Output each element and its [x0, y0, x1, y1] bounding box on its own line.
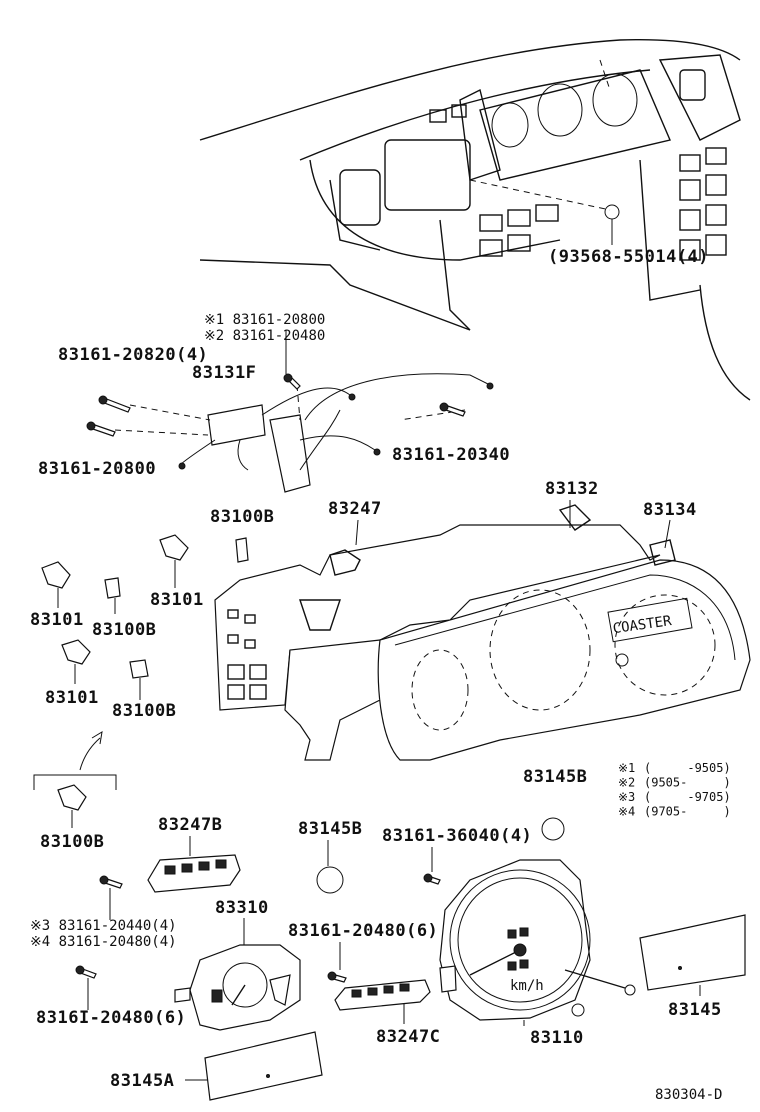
label-83100B-lower: 83100B [112, 701, 176, 721]
label-83310: 83310 [215, 898, 269, 918]
note-4-83161-20480: ※4 83161-20480(4) [30, 934, 177, 950]
cover-83145-drawing [639, 914, 746, 991]
dashboard-drawing [199, 38, 751, 401]
bulb-and-socket-drawing [33, 534, 249, 828]
label-83100B-mid: 83100B [92, 620, 156, 640]
applicability-legend: ※1 ( -9505) ※2 (9505- ) ※3 ( -9705) ※4 (9705- ) [618, 761, 731, 819]
label-83161-36040: 83161-36040(4) [382, 826, 532, 846]
legend-mark: ※1 [618, 761, 635, 775]
diagram-reference: 830304-D [655, 1087, 722, 1103]
fuel-gauge-drawing [174, 944, 301, 1031]
label-83145B-center: 83145B [298, 819, 362, 839]
label-83247B: 83247B [158, 815, 222, 835]
legend-range: ( -9705) [644, 790, 731, 804]
note-2-83161-20480: ※2 83161-20480 [204, 328, 325, 344]
legend-range: (9505- ) [644, 776, 731, 790]
label-83161-20800: 83161-20800 [38, 459, 156, 479]
note-3-83161-20440: ※3 83161-20440(4) [30, 918, 177, 934]
note-1-83161-20800: ※1 83161-20800 [204, 312, 325, 328]
label-83247C: 83247C [376, 1027, 440, 1047]
label-83145B-right: 83145B [523, 767, 587, 787]
label-83161-20480-6-lower: 8316I-20480(6) [36, 1008, 186, 1028]
legend-range: ( -9505) [644, 761, 731, 775]
label-83101-top: 83101 [150, 590, 204, 610]
label-83100B-bottom: 83100B [40, 832, 104, 852]
combination-meter-drawing [214, 504, 751, 761]
label-83101-left: 83101 [30, 610, 84, 630]
legend-mark: ※3 [618, 790, 635, 804]
cover-83145A-drawing [204, 1031, 323, 1101]
legend-range: (9705- ) [644, 805, 731, 819]
label-83161-20820: 83161-20820(4) [58, 345, 208, 365]
label-83132: 83132 [545, 479, 599, 499]
label-83145: 83145 [668, 1000, 722, 1020]
label-83161-20480-6-upper: 83161-20480(6) [288, 921, 438, 941]
label-83134: 83134 [643, 500, 697, 520]
label-83101-lower: 83101 [45, 688, 99, 708]
label-83100B-top: 83100B [210, 507, 274, 527]
label-83131F: 83131F [192, 363, 256, 383]
label-83110: 83110 [530, 1028, 584, 1048]
speedometer-unit: km/h [510, 978, 544, 994]
speedometer-drawing [439, 859, 636, 1021]
wire-harness-drawing [86, 330, 494, 493]
legend-mark: ※2 [618, 776, 635, 790]
label-93568-55014: (93568-55014(4) [548, 247, 709, 267]
socket-83247C-drawing [334, 979, 431, 1011]
legend-mark: ※4 [618, 805, 635, 819]
label-83145A: 83145A [110, 1071, 174, 1091]
label-83161-20340: 83161-20340 [392, 445, 510, 465]
label-83247: 83247 [328, 499, 382, 519]
